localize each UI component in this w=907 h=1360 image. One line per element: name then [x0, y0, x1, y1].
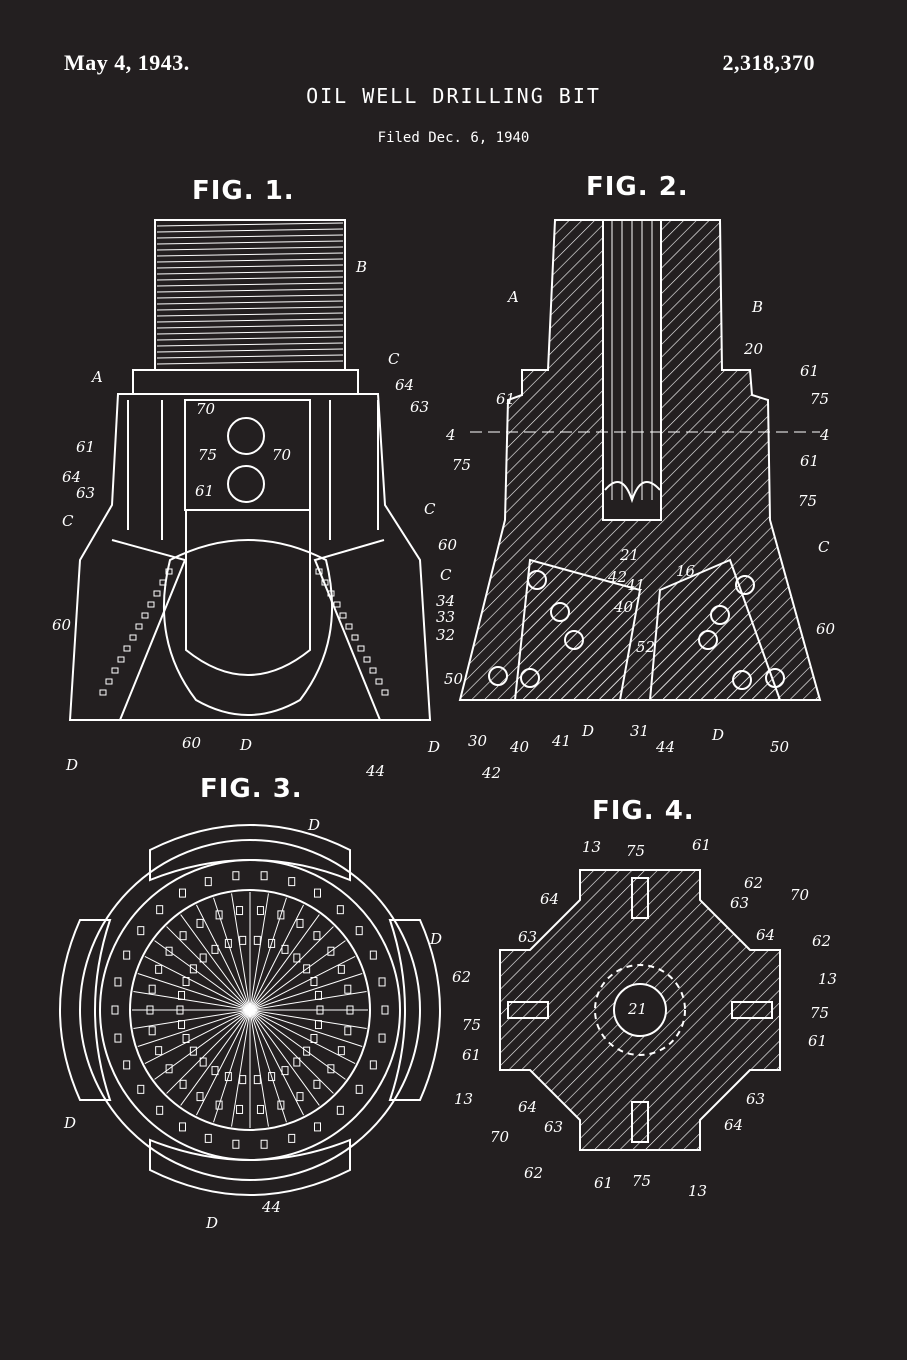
svg-text:21: 21 — [619, 546, 639, 564]
patent-number: 2,318,370 — [722, 50, 815, 75]
svg-text:D: D — [429, 930, 442, 948]
svg-text:41: 41 — [625, 576, 645, 594]
svg-text:61: 61 — [692, 836, 711, 854]
svg-text:63: 63 — [410, 398, 429, 416]
svg-text:75: 75 — [632, 1172, 651, 1190]
svg-text:70: 70 — [196, 400, 216, 418]
patent-title: OIL WELL DRILLING BIT — [306, 84, 601, 108]
svg-text:64: 64 — [518, 1098, 537, 1116]
svg-text:13: 13 — [454, 1090, 473, 1108]
svg-text:D: D — [307, 816, 320, 834]
svg-text:42: 42 — [481, 764, 501, 782]
filed-date: Filed Dec. 6, 1940 — [377, 130, 530, 146]
svg-text:D: D — [65, 756, 78, 774]
svg-text:64: 64 — [395, 376, 414, 394]
svg-text:32: 32 — [436, 626, 455, 644]
svg-text:63: 63 — [746, 1090, 765, 1108]
svg-text:75: 75 — [626, 842, 645, 860]
svg-text:61: 61 — [800, 362, 819, 380]
svg-text:70: 70 — [490, 1128, 510, 1146]
svg-text:42: 42 — [607, 568, 627, 586]
svg-text:13: 13 — [818, 970, 837, 988]
svg-text:C: C — [440, 566, 452, 584]
svg-text:33: 33 — [436, 608, 455, 626]
svg-text:60: 60 — [52, 616, 72, 634]
svg-text:70: 70 — [272, 446, 292, 464]
svg-text:63: 63 — [544, 1118, 563, 1136]
svg-text:64: 64 — [540, 890, 559, 908]
svg-text:34: 34 — [436, 592, 455, 610]
svg-text:75: 75 — [462, 1016, 481, 1034]
svg-text:62: 62 — [744, 874, 763, 892]
svg-text:75: 75 — [810, 390, 829, 408]
svg-text:75: 75 — [452, 456, 471, 474]
svg-text:D: D — [205, 1214, 218, 1232]
svg-text:40: 40 — [509, 738, 530, 756]
svg-text:44: 44 — [365, 762, 385, 780]
svg-text:63: 63 — [730, 894, 749, 912]
svg-text:B: B — [751, 298, 763, 316]
fig2-label: FIG. 2. — [586, 172, 689, 202]
svg-text:50: 50 — [444, 670, 464, 688]
svg-text:64: 64 — [62, 468, 81, 486]
svg-text:61: 61 — [808, 1032, 827, 1050]
svg-text:70: 70 — [790, 886, 810, 904]
svg-text:62: 62 — [524, 1164, 543, 1182]
svg-text:A: A — [506, 288, 519, 306]
svg-text:44: 44 — [261, 1198, 281, 1216]
fig3-label: FIG. 3. — [200, 774, 303, 804]
svg-text:20: 20 — [743, 340, 764, 358]
svg-text:61: 61 — [462, 1046, 481, 1064]
svg-text:64: 64 — [724, 1116, 743, 1134]
svg-text:D: D — [427, 738, 440, 756]
svg-text:60: 60 — [438, 536, 458, 554]
svg-text:C: C — [62, 512, 74, 530]
fig1-ref-B: B — [355, 258, 367, 276]
svg-text:16: 16 — [676, 562, 696, 580]
svg-text:D: D — [239, 736, 252, 754]
svg-text:61: 61 — [195, 482, 214, 500]
svg-text:62: 62 — [452, 968, 471, 986]
svg-text:13: 13 — [582, 838, 601, 856]
svg-text:21: 21 — [627, 1000, 647, 1018]
svg-text:75: 75 — [810, 1004, 829, 1022]
svg-text:63: 63 — [518, 928, 537, 946]
svg-text:63: 63 — [76, 484, 95, 502]
svg-text:31: 31 — [630, 722, 649, 740]
svg-text:4: 4 — [819, 426, 830, 444]
svg-text:61: 61 — [496, 390, 515, 408]
svg-text:D: D — [63, 1114, 76, 1132]
svg-text:C: C — [424, 500, 436, 518]
svg-text:61: 61 — [76, 438, 95, 456]
svg-text:13: 13 — [688, 1182, 707, 1200]
svg-text:61: 61 — [594, 1174, 613, 1192]
svg-text:62: 62 — [812, 932, 831, 950]
fig1-label: FIG. 1. — [192, 176, 295, 206]
svg-text:61: 61 — [800, 452, 819, 470]
patent-date: May 4, 1943. — [64, 50, 190, 75]
svg-text:60: 60 — [182, 734, 202, 752]
svg-text:41: 41 — [551, 732, 571, 750]
svg-text:52: 52 — [636, 638, 655, 656]
fig4-label: FIG. 4. — [592, 796, 695, 826]
fig1-ref-C1: C — [388, 350, 400, 368]
svg-text:D: D — [711, 726, 724, 744]
svg-text:30: 30 — [468, 732, 488, 750]
svg-text:75: 75 — [798, 492, 817, 510]
fig1-ref-A: A — [90, 368, 103, 386]
svg-text:50: 50 — [770, 738, 790, 756]
svg-text:60: 60 — [816, 620, 836, 638]
svg-text:4: 4 — [445, 426, 456, 444]
svg-text:44: 44 — [655, 738, 675, 756]
svg-text:64: 64 — [756, 926, 775, 944]
svg-text:C: C — [818, 538, 830, 556]
svg-text:75: 75 — [198, 446, 217, 464]
svg-text:40: 40 — [613, 598, 634, 616]
svg-text:D: D — [581, 722, 594, 740]
